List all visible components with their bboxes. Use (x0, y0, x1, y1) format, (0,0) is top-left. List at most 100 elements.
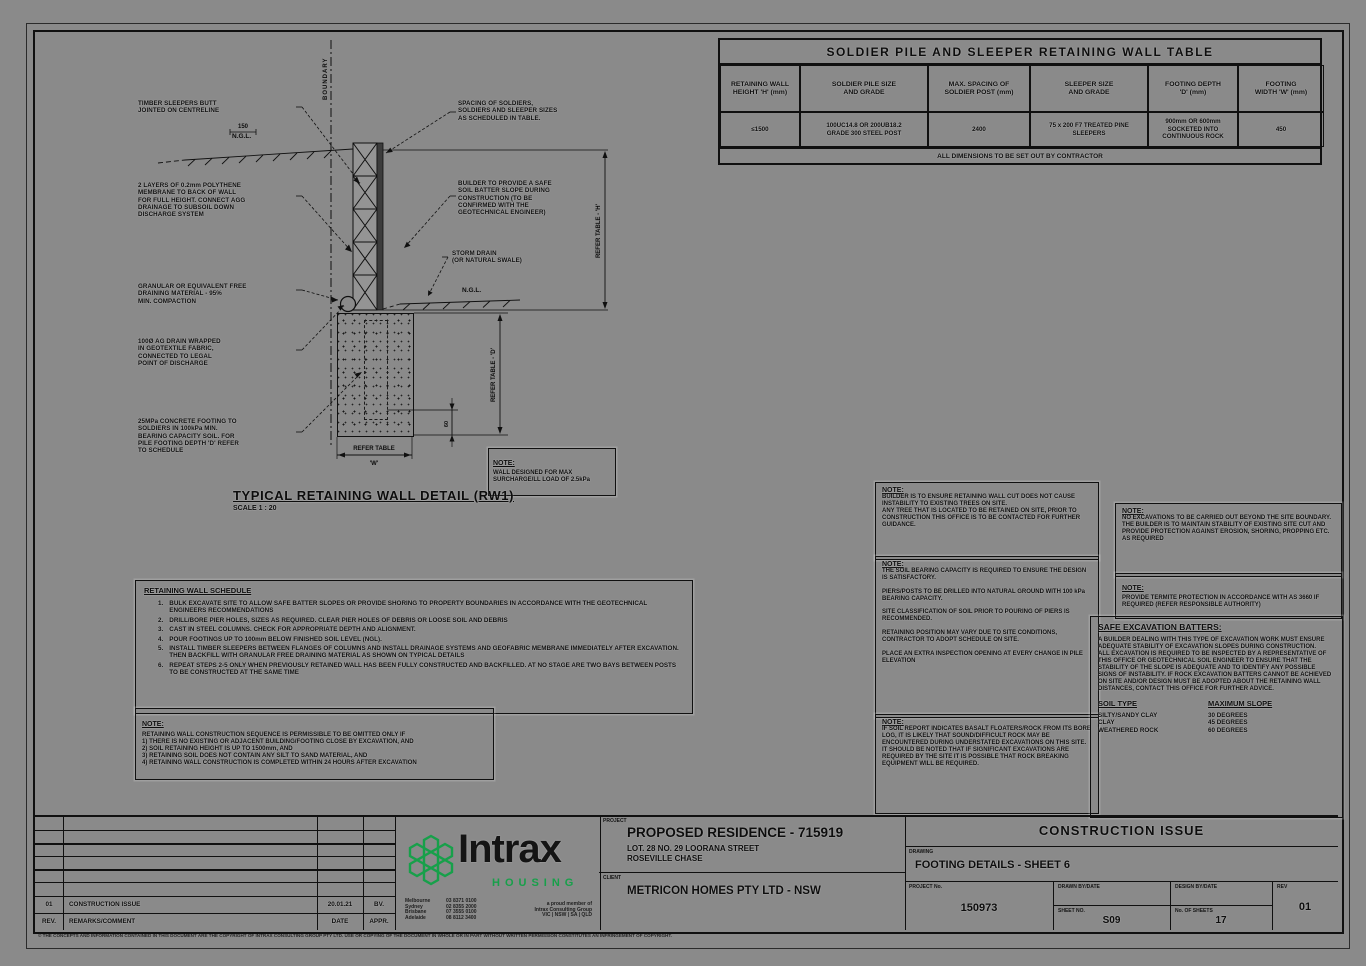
schedule-item-text: DRILL/BORE PIER HOLES, SIZES AS REQUIRED… (169, 616, 508, 624)
sheets-count: 17 (1215, 915, 1227, 926)
design-by-label: DESIGN BY/DATE (1175, 884, 1218, 890)
row-line (35, 856, 395, 857)
batters-slope: 45 DEGREES (1208, 719, 1248, 727)
note-site-boundary: NOTE: NO EXCAVATIONS TO BE CARRIED OUT B… (1115, 503, 1342, 577)
project-number: 150973 (960, 901, 998, 914)
rev-value: 01 (1298, 901, 1312, 913)
sheet-outer-border (26, 23, 1350, 949)
surcharge-note-body: WALL DESIGNED FOR MAX SURCHARGE/LL LOAD … (493, 470, 590, 483)
project-client-divider (599, 872, 905, 873)
table-cell-width: 450 (1238, 112, 1324, 147)
sheet-no-label: SHEET NO. (1058, 908, 1085, 914)
note-title: NOTE: (1122, 585, 1144, 592)
note-title: NOTE: (882, 487, 904, 494)
row-line (35, 869, 395, 871)
surcharge-note-box: NOTE: WALL DESIGNED FOR MAX SURCHARGE/LL… (488, 448, 616, 496)
intrax-brand-name: Intrax (458, 827, 562, 871)
sheet-number: S09 (1102, 915, 1121, 926)
row-line (35, 882, 395, 883)
logo-member: a proud member of Intrax Consulting Grou… (534, 901, 593, 919)
logo-cities: Melbourne Sydney Brisbane Adelaide (405, 898, 431, 921)
batters-soil: SILTY/SANDY CLAY (1098, 712, 1158, 719)
schedule-item-number: 6. (158, 661, 164, 669)
numbers-divider (905, 881, 1338, 882)
batters-body: A BUILDER DEALING WITH THIS TYPE OF EXCA… (1098, 637, 1332, 692)
drawing-label: DRAWING (909, 849, 934, 855)
sheet-border (33, 30, 1344, 934)
row-line (35, 843, 395, 845)
batters-soil: CLAY (1098, 719, 1115, 727)
embedded-post-outline (364, 320, 388, 420)
note-termite: NOTE: PROVIDE TERMITE PROTECTION IN ACCO… (1115, 573, 1342, 619)
table-header-spacing: MAX. SPACING OF SOLDIER POST (mm) (928, 65, 1030, 112)
schedule-item-text: INSTALL TIMBER SLEEPERS BETWEEN FLANGES … (169, 645, 679, 660)
table-cell-spacing: 2400 (928, 112, 1030, 147)
schedule-item-number: 3. (158, 626, 164, 634)
schedule-item-number: 4. (158, 635, 164, 643)
schedule-title: RETAINING WALL SCHEDULE (144, 586, 252, 595)
sequence-note-body: RETAINING WALL CONSTRUCTION SEQUENCE IS … (142, 731, 417, 767)
note-body: PROVIDE TERMITE PROTECTION IN ACCORDANCE… (1122, 595, 1320, 608)
issue-block: CONSTRUCTION ISSUE DRAWING FOOTING DETAI… (905, 815, 1338, 930)
drawn-by-label: DRAWN BY/DATE (1058, 884, 1100, 890)
logo-block: Intrax HOUSING Melbourne Sydney Brisbane… (395, 815, 601, 930)
batters-soil-header: SOIL TYPE (1098, 699, 1138, 708)
annotation-storm-drain: STORM DRAIN (OR NATURAL SWALE) (452, 250, 522, 265)
client-name: METRICON HOMES PTY LTD - NSW (627, 885, 821, 897)
detail-title: TYPICAL RETAINING WALL DETAIL (RW1) (233, 488, 514, 503)
revision-number: 01 (45, 900, 53, 908)
schedule-item-text: REPEAT STEPS 2-5 ONLY WHEN PREVIOUSLY RE… (169, 661, 677, 677)
table-cell-height: ≤1500 (720, 112, 800, 147)
table-cell-pile: 100UC14.8 OR 200UB18.2 GRADE 300 STEEL P… (800, 112, 928, 147)
rev-label: REV (1277, 884, 1288, 890)
table-header-width: FOOTING WIDTH 'W' (mm) (1238, 65, 1324, 112)
schedule-item-text: CAST IN STEEL COLUMNS. CHECK FOR APPROPR… (169, 626, 416, 634)
project-address: LOT. 28 NO. 29 LOORANA STREET ROSEVILLE … (627, 844, 760, 863)
annotation-safe-batter: BUILDER TO PROVIDE A SAFE SOIL BATTER SL… (458, 180, 552, 217)
schedule-item-number: 2. (158, 616, 164, 624)
safe-excavation-batters-box: SAFE EXCAVATION BATTERS: A BUILDER DEALI… (1090, 616, 1343, 818)
sequence-note-box: NOTE: RETAINING WALL CONSTRUCTION SEQUEN… (135, 708, 494, 780)
comment-header: REMARKS/COMMENT (69, 918, 136, 925)
schedule-item-text: BULK EXCAVATE SITE TO ALLOW SAFE BATTER … (169, 600, 648, 615)
revision-table: 01 CONSTRUCTION ISSUE 20.01.21 BV. REV. … (35, 815, 395, 930)
table-cell-depth: 900mm OR 600mm SOCKETED INTO CONTINUOUS … (1148, 112, 1238, 147)
table-header-sleeper: SLEEPER SIZE AND GRADE (1030, 65, 1148, 112)
table-title: SOLDIER PILE AND SLEEPER RETAINING WALL … (718, 38, 1322, 65)
sheets-count-label: No. OF SHEETS (1175, 908, 1213, 914)
schedule-item-number: 5. (158, 645, 164, 653)
client-label: CLIENT (603, 875, 622, 881)
table-header-pile: SOLDIER PILE SIZE AND GRADE (800, 65, 928, 112)
annotation-timber-sleepers: TIMBER SLEEPERS BUTT JOINTED ON CENTRELI… (138, 100, 220, 115)
annotation-granular-material: GRANULAR OR EQUIVALENT FREE DRAINING MAT… (138, 283, 247, 305)
note-title: NOTE: (882, 561, 904, 568)
note-bearing-capacity: NOTE: THE SOIL BEARING CAPACITY IS REQUI… (875, 556, 1099, 718)
table-header-height: RETAINING WALL HEIGHT 'H' (mm) (720, 65, 800, 112)
project-label: PROJECT (603, 818, 627, 824)
note-trees: NOTE: BUILDER IS TO ENSURE RETAINING WAL… (875, 482, 1099, 560)
col-line (1272, 881, 1273, 930)
schedule-item-number: 1. (158, 600, 164, 607)
annotation-concrete-footing: 25MPa CONCRETE FOOTING TO SOLDIERS IN 10… (138, 418, 239, 455)
rev-header: REV. (41, 917, 57, 925)
annotation-ag-drain: 100Ø AG DRAIN WRAPPED IN GEOTEXTILE FABR… (138, 338, 221, 367)
note-title: NOTE: (882, 719, 904, 726)
schedule-item-text: POUR FOOTINGS UP TO 100mm BELOW FINISHED… (169, 635, 382, 643)
rev-col-line (63, 815, 64, 930)
row-line (35, 913, 395, 914)
sequence-note-title: NOTE: (142, 721, 164, 728)
surcharge-note-title: NOTE: (493, 460, 515, 467)
batters-slope: 30 DEGREES (1208, 712, 1248, 719)
table-footer-note: ALL DIMENSIONS TO BE SET OUT BY CONTRACT… (718, 149, 1322, 165)
detail-scale: SCALE 1 : 20 (233, 505, 277, 512)
title-block (35, 815, 1338, 932)
row-line (1053, 905, 1170, 906)
intrax-division: HOUSING (492, 877, 579, 889)
note-body: IF SOIL REPORT INDICATES BASALT FLOATERS… (882, 726, 1091, 767)
row-line (35, 830, 395, 831)
annotation-spacing: SPACING OF SOLDIERS, SOLDIERS AND SLEEPE… (458, 100, 558, 122)
project-no-label: PROJECT No. (909, 884, 943, 890)
batters-slope: 60 DEGREES (1208, 726, 1248, 734)
table-header-depth: FOOTING DEPTH 'D' (mm) (1148, 65, 1238, 112)
